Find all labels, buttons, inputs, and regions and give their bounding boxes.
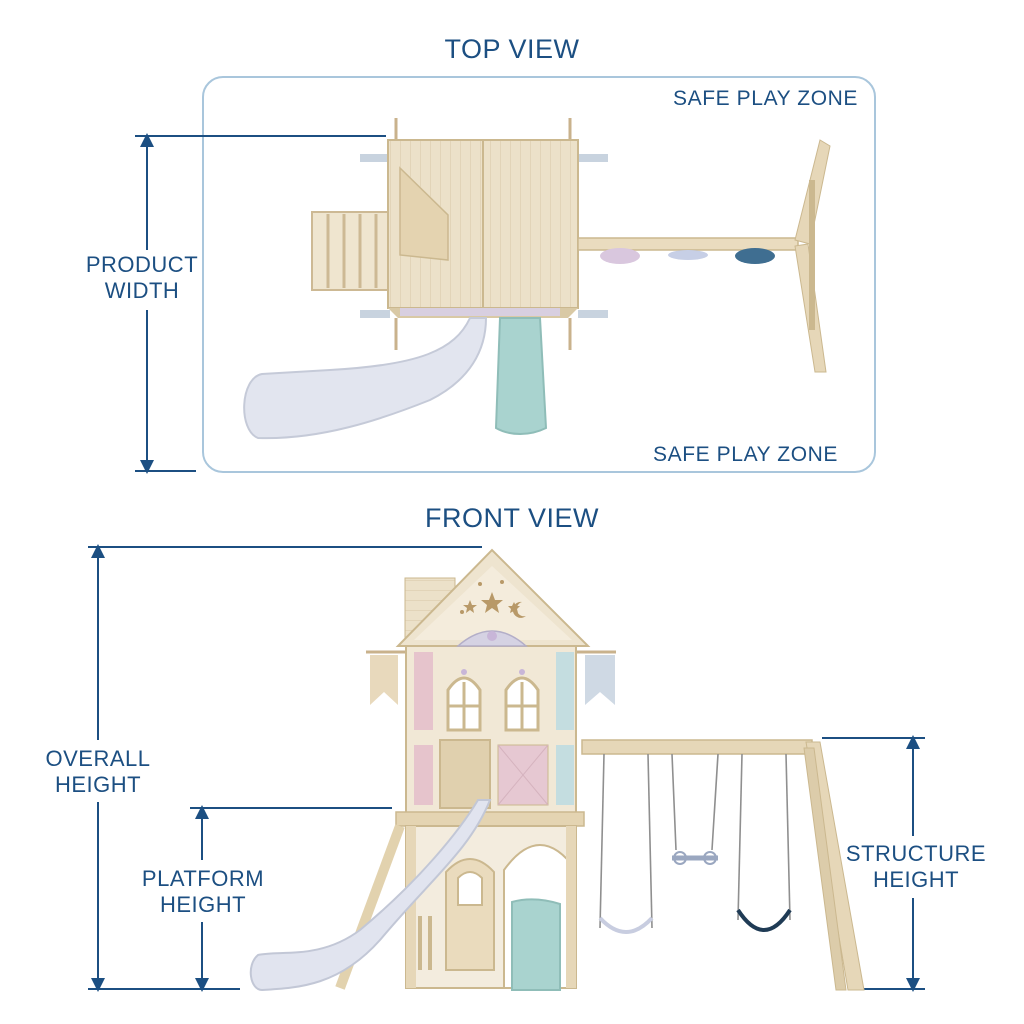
overall-height-dimension — [88, 544, 482, 992]
platform-height-dimension — [190, 805, 392, 992]
front-view-playhouse — [249, 548, 616, 992]
product-width-dimension — [135, 133, 386, 474]
top-view-white-slide — [243, 317, 488, 440]
swing-seat-left — [598, 916, 654, 934]
front-view-white-slide — [249, 799, 492, 992]
swing-seat-right — [736, 908, 792, 932]
structure-height-dimension — [822, 735, 925, 992]
top-view-playhouse — [243, 118, 831, 440]
front-windows — [446, 669, 540, 732]
platform-height-label: PLATFORM HEIGHT — [141, 866, 265, 917]
safe-play-zone-label-bottom: SAFE PLAY ZONE — [653, 443, 839, 466]
front-view-swing-set — [581, 739, 865, 991]
safe-play-zone-label-top: SAFE PLAY ZONE — [673, 87, 859, 110]
top-view-title: TOP VIEW — [444, 34, 580, 64]
product-width-label: PRODUCT WIDTH — [85, 252, 199, 303]
front-view-teal-slide — [511, 898, 561, 991]
safe-play-zone-border — [202, 76, 876, 473]
structure-height-label: STRUCTURE HEIGHT — [845, 841, 987, 892]
top-view-ladder — [311, 211, 393, 291]
trapeze-bar — [672, 851, 718, 865]
overall-height-label: OVERALL HEIGHT — [45, 746, 151, 797]
top-view-swing-beam — [577, 139, 831, 373]
front-view-title: FRONT VIEW — [424, 503, 599, 533]
top-view-teal-slide — [494, 317, 548, 435]
